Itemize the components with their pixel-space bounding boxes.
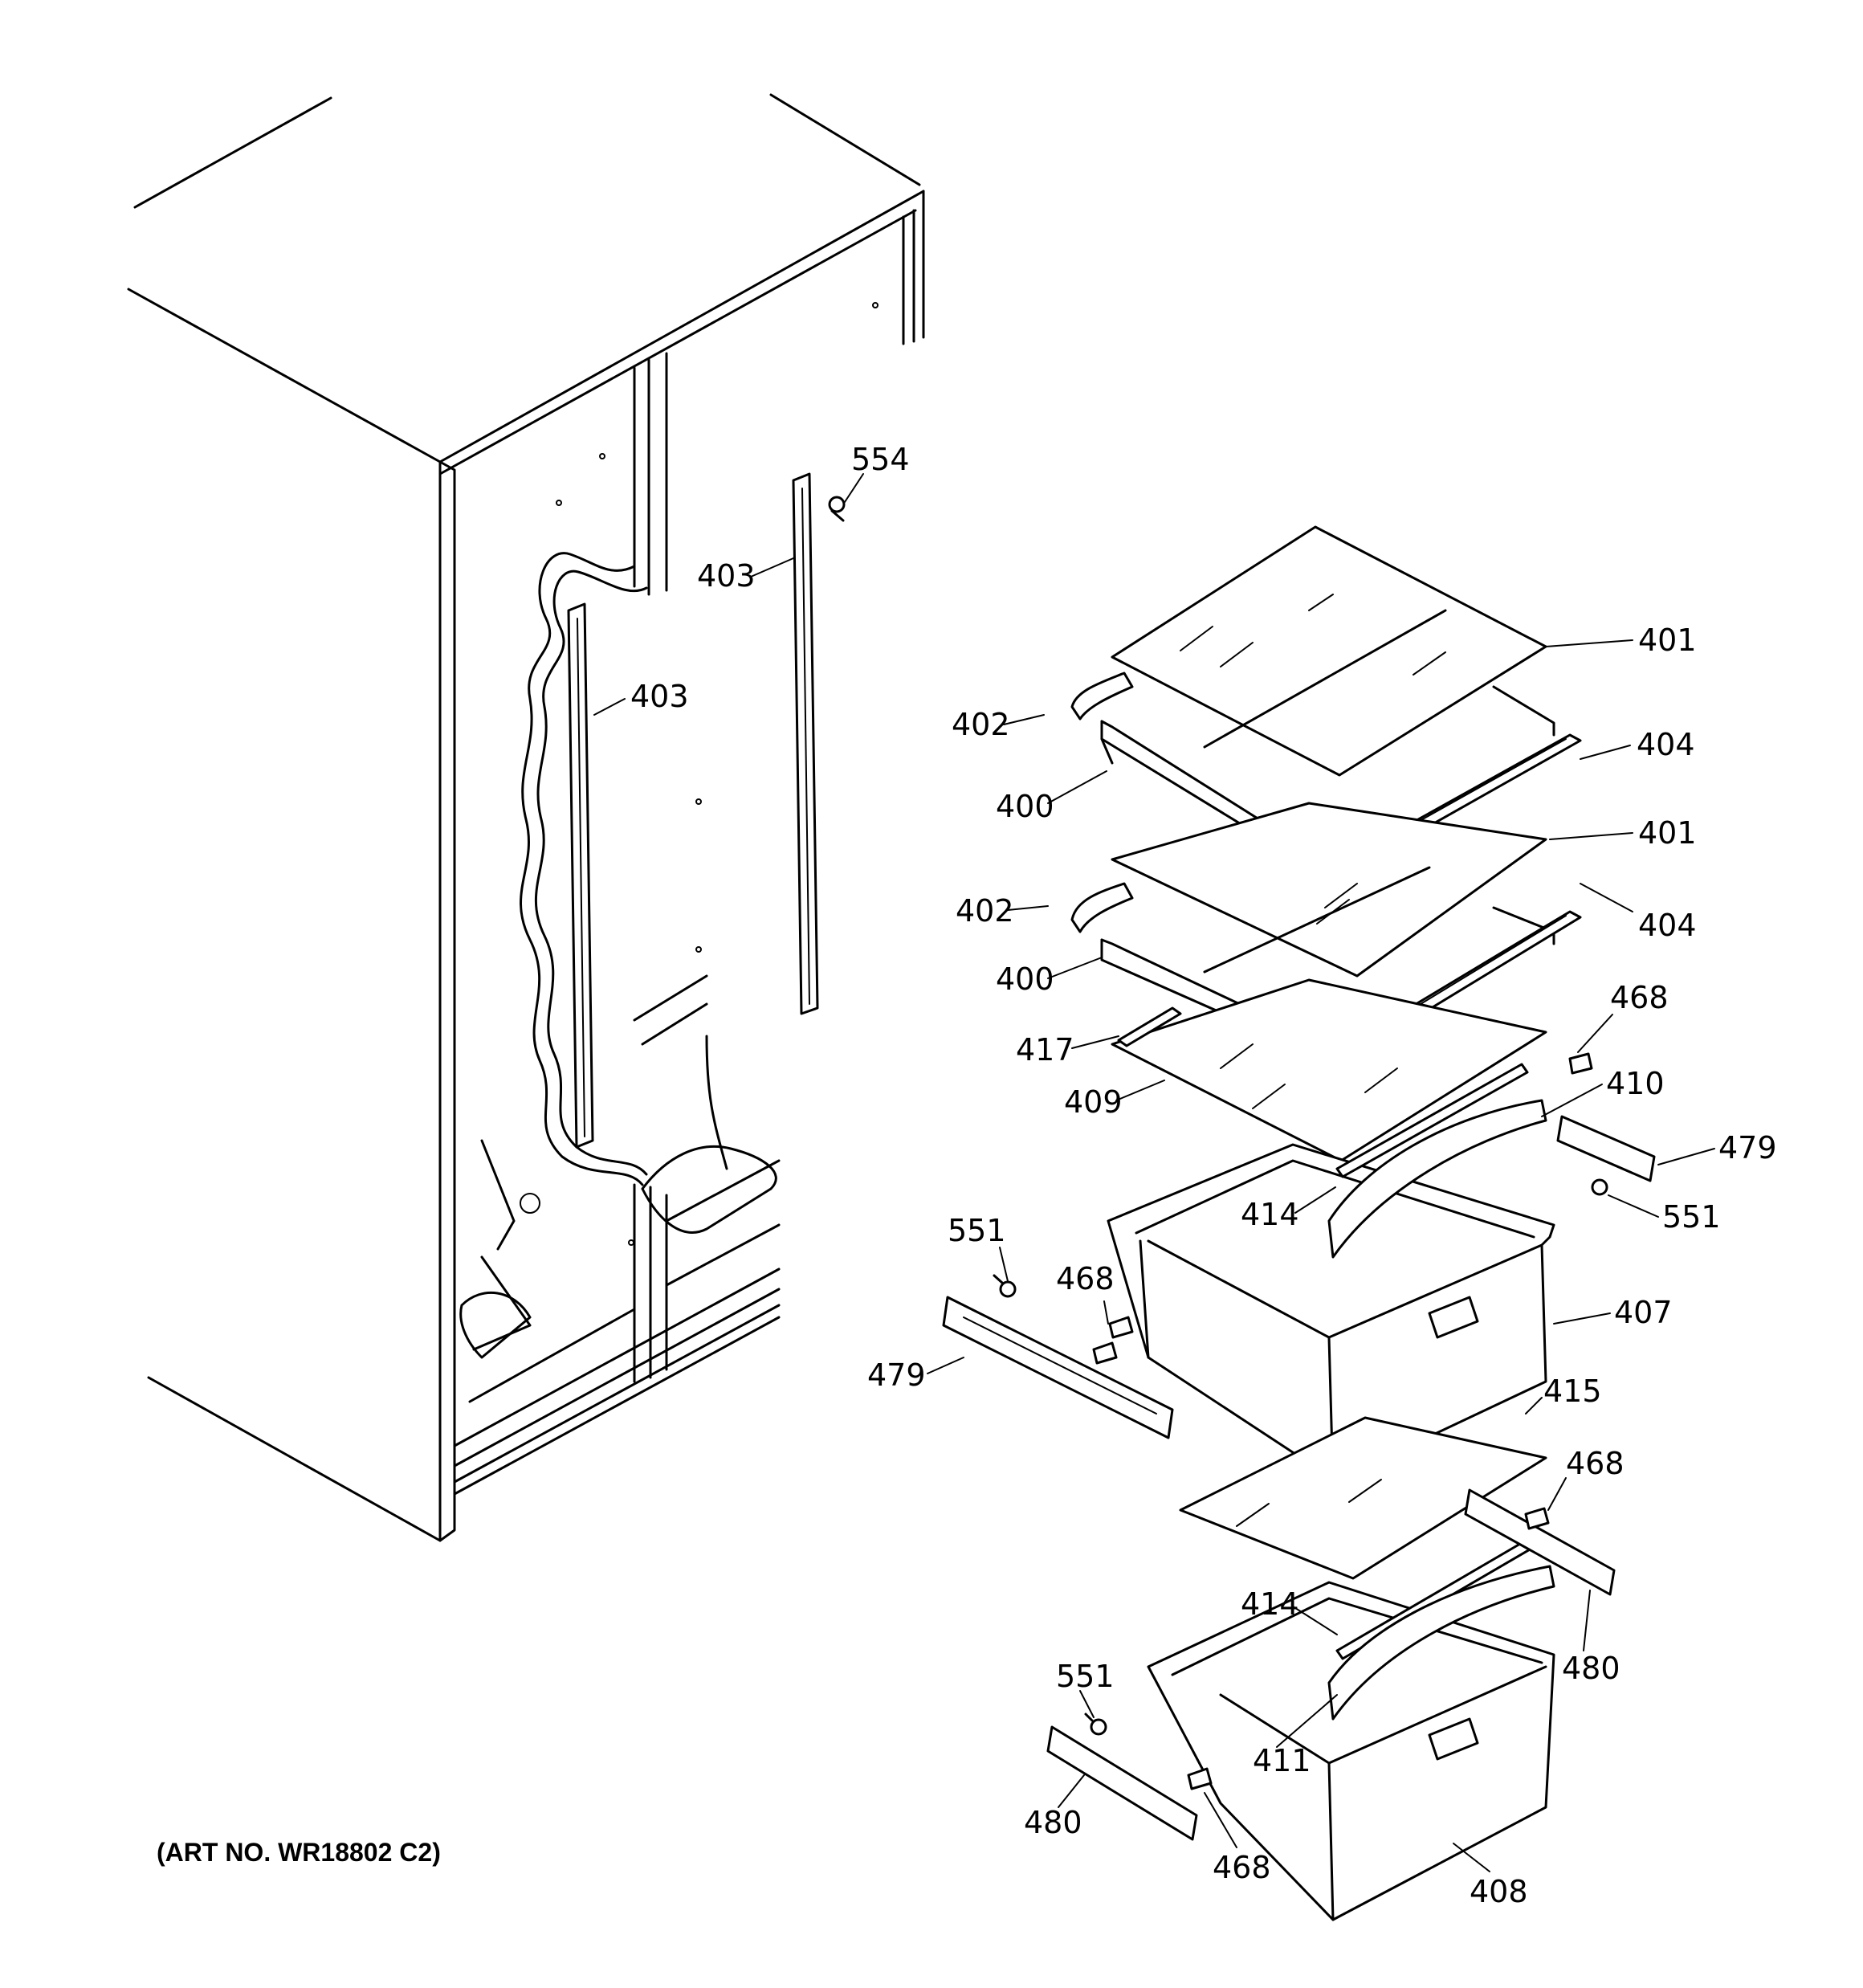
crisper-pan-lower <box>1147 1581 1555 1921</box>
callout-402-lower: 402 <box>956 893 1014 929</box>
callout-468-middle: 468 <box>1056 1261 1115 1296</box>
callout-403-left: 403 <box>630 679 689 714</box>
callout-408: 408 <box>1470 1874 1528 1909</box>
callout-414-lower: 414 <box>1241 1586 1299 1622</box>
callout-400-upper: 400 <box>996 789 1054 824</box>
callout-479-left: 479 <box>867 1357 926 1393</box>
glass-shelf-lower <box>1111 802 1547 978</box>
callout-401-lower: 401 <box>1638 815 1697 851</box>
callout-551-upper-right: 551 <box>1662 1199 1721 1235</box>
pan-cover-glass-lower <box>1179 1416 1547 1580</box>
callout-554: 554 <box>851 442 910 477</box>
callout-404-lower: 404 <box>1638 908 1697 943</box>
callout-479-right: 479 <box>1718 1130 1777 1165</box>
pan-cover-frame-411 <box>1327 1565 1555 1721</box>
pan-cover-glass <box>1111 978 1547 1162</box>
slide-rail-480-right <box>1464 1488 1616 1596</box>
callout-404-upper: 404 <box>1637 727 1695 762</box>
pan-cover-frame-410 <box>1327 1099 1547 1259</box>
callout-551-upper-left: 551 <box>948 1213 1006 1248</box>
stop-468-b <box>1092 1316 1134 1365</box>
shelf-ladder-left <box>567 602 594 1149</box>
callout-415: 415 <box>1543 1374 1602 1409</box>
screw-551-upper-right <box>1591 1178 1608 1196</box>
slide-rail-479-right <box>1556 1115 1656 1182</box>
stop-468-c <box>1524 1507 1550 1530</box>
callout-409: 409 <box>1064 1084 1123 1120</box>
glass-shelf-upper <box>1111 525 1547 777</box>
callout-468-top: 468 <box>1610 980 1669 1015</box>
callout-401-upper: 401 <box>1638 623 1697 658</box>
callout-551-lower: 551 <box>1056 1659 1115 1694</box>
callout-480-left: 480 <box>1024 1805 1082 1840</box>
callout-414-upper: 414 <box>1241 1197 1299 1232</box>
screw-554 <box>828 496 846 522</box>
callout-403-right: 403 <box>697 558 756 594</box>
stop-468-d <box>1187 1767 1213 1790</box>
crisper-pan-upper <box>1107 1143 1555 1484</box>
slide-rail-479-left <box>942 1296 1174 1439</box>
stop-468-a <box>1568 1052 1593 1075</box>
screw-551-lower <box>1084 1712 1107 1736</box>
callout-410: 410 <box>1606 1066 1665 1101</box>
screw-551-upper-left <box>993 1274 1017 1298</box>
refrigerator-cabinet <box>127 93 925 1542</box>
callout-leaders <box>593 473 1715 1872</box>
callout-480-right: 480 <box>1562 1651 1620 1686</box>
callout-407: 407 <box>1614 1295 1673 1330</box>
callout-468-bottom: 468 <box>1213 1850 1271 1885</box>
callout-411: 411 <box>1253 1743 1311 1778</box>
pan-divider-414-upper <box>1335 1063 1529 1178</box>
shelf-ladder-right <box>792 472 819 1015</box>
slide-rail-480-left <box>1046 1725 1198 1841</box>
callout-402-upper: 402 <box>952 707 1010 742</box>
callout-417: 417 <box>1016 1032 1074 1067</box>
art-number: (ART NO. WR18802 C2) <box>157 1838 441 1867</box>
pan-cover-rail-417 <box>1117 1006 1182 1047</box>
callout-468-lower-right: 468 <box>1566 1446 1625 1481</box>
callout-400-lower: 400 <box>996 961 1054 997</box>
